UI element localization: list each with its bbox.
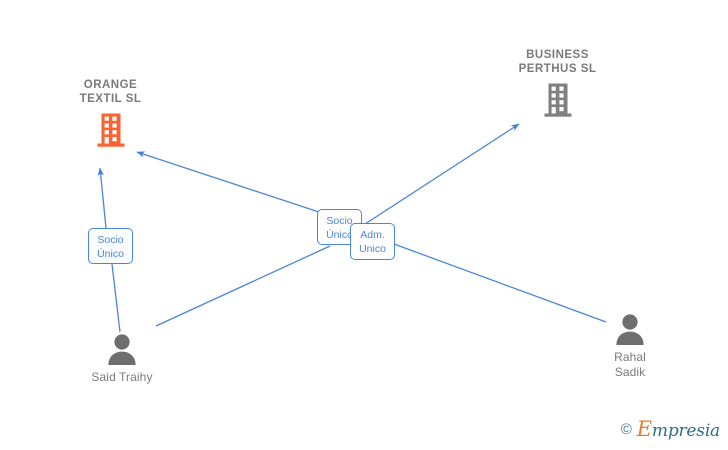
node-said-traihy[interactable]: Said Traihy — [62, 333, 182, 385]
node-label-said-traihy: Said Traihy — [91, 370, 153, 384]
node-label-rahal-sadik: Rahal Sadik — [614, 350, 646, 379]
empresia-logo-initial: E — [636, 417, 652, 441]
edge-said-traihy-to-center-tag — [155, 245, 331, 327]
edge-rahal-sadik-to-adm-tag — [393, 243, 607, 323]
building-icon — [544, 83, 571, 117]
empresia-logo: Empresia — [637, 419, 720, 440]
relation-tag-socio-unico-left[interactable]: Socio Único — [88, 228, 133, 264]
node-orange-textil-sl[interactable]: ORANGE TEXTIL SL — [38, 78, 183, 148]
person-icon — [616, 314, 644, 345]
copyright-icon: © — [620, 421, 632, 438]
relation-tag-adm-unico[interactable]: Adm. Unico — [350, 223, 395, 260]
person-icon — [108, 334, 136, 365]
edge-tag-to-orange-textil — [97, 167, 107, 229]
empresia-watermark: © Empresia — [621, 419, 720, 440]
node-label-orange-textil-sl: ORANGE TEXTIL SL — [79, 79, 142, 106]
building-icon — [97, 113, 124, 147]
edge-said-traihy-to-tag — [111, 263, 121, 333]
node-rahal-sadik[interactable]: Rahal Sadik — [570, 313, 690, 379]
node-label-business-perthus-sl: BUSINESS PERTHUS SL — [518, 49, 597, 76]
empresia-logo-rest: mpresia — [651, 421, 720, 441]
edge-center-tag-to-orange-textil — [136, 151, 323, 214]
node-business-perthus-sl[interactable]: BUSINESS PERTHUS SL — [485, 48, 630, 118]
edge-center-tag-to-business-perthus — [361, 123, 520, 227]
